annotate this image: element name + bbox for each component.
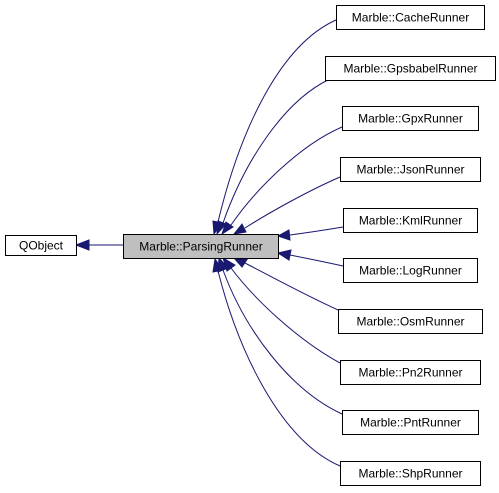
edge-gpxrunner bbox=[221, 126, 343, 236]
node-gpsbabelrunner-box bbox=[325, 56, 496, 81]
node-pntrunner[interactable]: Marble::PntRunner bbox=[342, 410, 479, 435]
node-qobject[interactable]: QObject bbox=[5, 235, 77, 256]
node-qobject-label: QObject bbox=[19, 239, 64, 253]
node-pn2runner[interactable]: Marble::Pn2Runner bbox=[340, 360, 481, 385]
node-qobject-box bbox=[5, 235, 77, 256]
node-shprunner[interactable]: Marble::ShpRunner bbox=[340, 461, 481, 486]
node-osmrunner-box bbox=[338, 309, 483, 334]
node-kmlrunner[interactable]: Marble::KmlRunner bbox=[343, 208, 478, 233]
node-pn2runner-label: Marble::Pn2Runner bbox=[358, 366, 462, 380]
edge-logrunner bbox=[276, 249, 344, 267]
edge-gpsbabelrunner bbox=[216, 78, 331, 236]
node-logrunner-label: Marble::LogRunner bbox=[359, 264, 462, 278]
node-pntrunner-label: Marble::PntRunner bbox=[360, 416, 461, 430]
edge-pn2runner bbox=[222, 256, 341, 364]
edge-kmlrunner bbox=[276, 226, 344, 241]
node-jsonrunner[interactable]: Marble::JsonRunner bbox=[340, 157, 481, 182]
node-logrunner[interactable]: Marble::LogRunner bbox=[343, 258, 478, 283]
node-osmrunner[interactable]: Marble::OsmRunner bbox=[338, 309, 483, 334]
edge-jsonrunner bbox=[232, 176, 341, 235]
node-parsingrunner[interactable]: Marble::ParsingRunner bbox=[123, 234, 279, 259]
edge-osmrunner bbox=[232, 257, 339, 311]
node-logrunner-box bbox=[343, 258, 478, 283]
node-kmlrunner-label: Marble::KmlRunner bbox=[359, 214, 462, 228]
node-pn2runner-box bbox=[340, 360, 481, 385]
node-pntrunner-box bbox=[342, 410, 479, 435]
node-shprunner-box bbox=[340, 461, 481, 486]
node-shprunner-label: Marble::ShpRunner bbox=[358, 467, 462, 481]
node-parsingrunner-label: Marble::ParsingRunner bbox=[139, 240, 262, 254]
node-parsingrunner-box bbox=[123, 234, 279, 259]
node-jsonrunner-box bbox=[340, 157, 481, 182]
edge-parsingrunner-to-qobject bbox=[74, 239, 123, 251]
node-cacherunner-box bbox=[336, 5, 485, 30]
node-gpxrunner-label: Marble::GpxRunner bbox=[358, 112, 463, 126]
node-osmrunner-label: Marble::OsmRunner bbox=[356, 315, 464, 329]
edge-shprunner bbox=[212, 257, 341, 467]
node-cacherunner[interactable]: Marble::CacheRunner bbox=[336, 5, 485, 30]
node-cacherunner-label: Marble::CacheRunner bbox=[352, 11, 469, 25]
node-gpxrunner-box bbox=[342, 106, 479, 131]
node-gpsbabelrunner-label: Marble::GpsbabelRunner bbox=[343, 62, 477, 76]
node-kmlrunner-box bbox=[343, 208, 478, 233]
node-jsonrunner-label: Marble::JsonRunner bbox=[356, 163, 464, 177]
node-gpxrunner[interactable]: Marble::GpxRunner bbox=[342, 106, 479, 131]
node-gpsbabelrunner[interactable]: Marble::GpsbabelRunner bbox=[325, 56, 496, 81]
